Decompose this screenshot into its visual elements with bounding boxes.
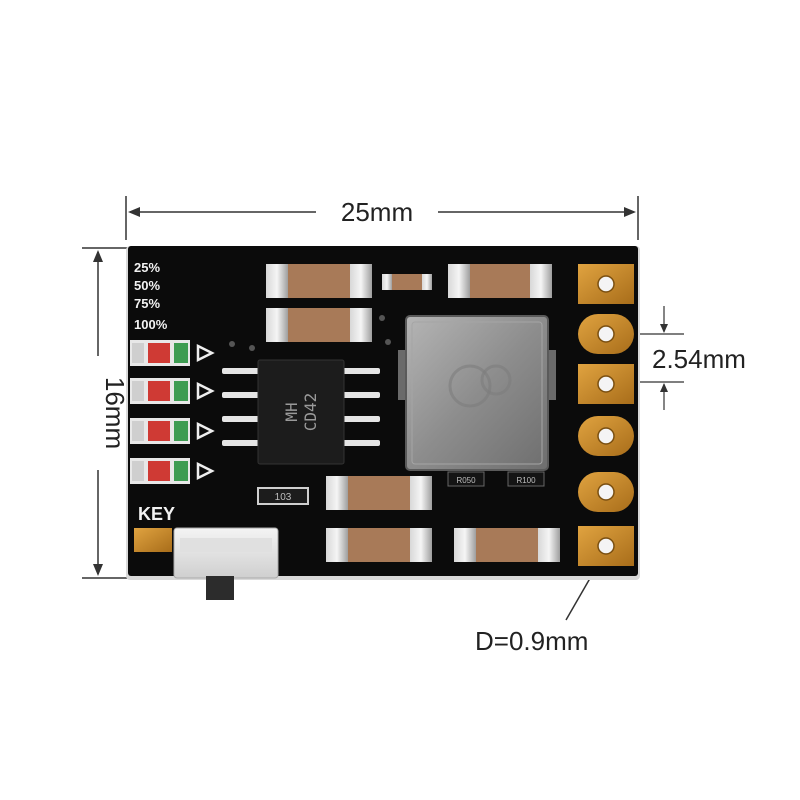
- via-icon: [379, 315, 385, 321]
- led-label-25: 25%: [134, 260, 160, 275]
- arrow-up-icon: [660, 383, 668, 392]
- resistor-r100: R100: [507, 471, 545, 487]
- width-dimension: 25mm: [125, 196, 639, 240]
- arrow-up-icon: [93, 250, 103, 262]
- chip-line1: MH: [282, 402, 301, 421]
- header-pads: [578, 264, 634, 566]
- led-label-100: 100%: [134, 317, 168, 332]
- via-icon: [249, 345, 255, 351]
- width-label: 25mm: [341, 197, 413, 227]
- power-inductor: [398, 315, 556, 471]
- capacitor: [454, 528, 560, 562]
- via-icon: [229, 341, 235, 347]
- triangle-icon: [196, 343, 215, 363]
- key-label: KEY: [138, 504, 175, 524]
- chip-line2: CD42: [301, 393, 320, 432]
- small-resistor: [382, 274, 432, 290]
- triangle-icon: [196, 381, 215, 401]
- arrow-down-icon: [660, 324, 668, 333]
- arrow-down-icon: [93, 564, 103, 576]
- capacitor: [448, 264, 552, 298]
- via-icon: [385, 339, 391, 345]
- led-100: [130, 458, 190, 484]
- resistor-code: 103: [275, 492, 292, 503]
- triangle-icon: [196, 461, 215, 481]
- r100-label: R100: [516, 476, 536, 485]
- led-50: [130, 378, 190, 404]
- height-label: 16mm: [100, 377, 130, 449]
- led-75: [130, 418, 190, 444]
- led-25: [130, 340, 190, 366]
- arrow-left-icon: [128, 207, 140, 217]
- resistor-103: 103: [257, 487, 309, 505]
- capacitor: [266, 264, 372, 298]
- triangle-icon: [196, 421, 215, 441]
- hole-dimension: D=0.9mm: [475, 553, 605, 656]
- hole-label: D=0.9mm: [475, 626, 588, 656]
- slide-switch: [173, 527, 279, 600]
- arrow-right-icon: [624, 207, 636, 217]
- resistor-r050: R050: [447, 471, 485, 487]
- led-label-75: 75%: [134, 296, 160, 311]
- mh-cd42-chip: MH CD42: [222, 359, 380, 465]
- pitch-label: 2.54mm: [652, 344, 746, 374]
- capacitor: [326, 476, 432, 510]
- key-pad: [134, 528, 172, 552]
- led-label-50: 50%: [134, 278, 160, 293]
- capacitor: [266, 308, 372, 342]
- capacitor: [326, 528, 432, 562]
- r050-label: R050: [456, 476, 476, 485]
- height-dimension: 16mm: [82, 247, 130, 579]
- pcb-board: 25% 50% 75% 100%: [126, 246, 640, 600]
- pitch-dimension: 2.54mm: [632, 306, 746, 410]
